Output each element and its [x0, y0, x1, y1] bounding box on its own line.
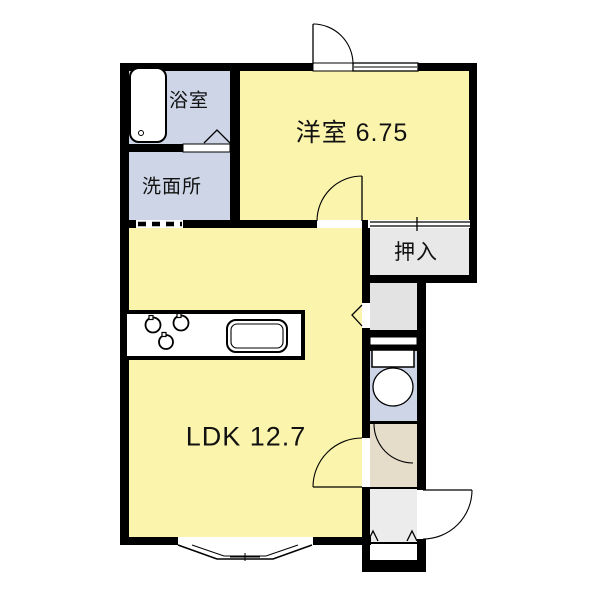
entry-step-marks-icon — [367, 529, 418, 542]
western-room-door-arc — [316, 175, 363, 222]
bay-window-icon — [177, 544, 313, 561]
western-room-floor — [235, 67, 475, 228]
kitchen-counter — [123, 310, 305, 360]
wall-toilet-top-a — [362, 330, 426, 338]
top-door-opening — [312, 62, 354, 72]
toilet-icon — [371, 349, 415, 407]
hall-floor — [368, 424, 419, 489]
wall-toilet-top-b — [362, 345, 426, 351]
wall-mid-horizontal — [120, 220, 470, 228]
toilet-sliding-door — [369, 336, 418, 346]
ldk-label: LDK 12.7 — [185, 421, 307, 452]
passage-opening — [362, 303, 370, 328]
wall-right-upper — [469, 63, 477, 283]
wall-right-lower — [417, 275, 426, 572]
openings — [136, 62, 470, 545]
entrance-door-arc — [422, 489, 473, 540]
wall-bottom-cap — [362, 560, 426, 572]
top-door-arc — [312, 23, 354, 65]
bath-door-opening — [182, 143, 231, 153]
wall-bath-wash-divider — [127, 144, 237, 152]
ldk-hall-door-opening — [362, 438, 370, 487]
corridor-floor — [366, 279, 421, 334]
bathtub-icon — [129, 67, 167, 143]
bath-door-mark-icon — [203, 129, 231, 144]
door-swings — [312, 23, 473, 540]
western-room-label: 洋室 6.75 — [295, 119, 409, 147]
sink-icon — [226, 319, 288, 353]
wall-ldk-corridor — [362, 220, 370, 572]
ldk-door-arc — [312, 437, 363, 488]
western-room-door-opening — [317, 220, 362, 228]
closet-door-opening — [368, 220, 470, 228]
passage-arrow-icon — [351, 304, 363, 327]
line-hall-entry-divider — [370, 487, 417, 489]
washroom-label: 洗面所 — [141, 176, 203, 198]
stove-burners-icon — [144, 312, 190, 350]
toilet-door-arc — [373, 423, 414, 464]
closet-label: 押入 — [394, 241, 438, 264]
closet-floor — [366, 224, 473, 279]
wall-top — [120, 63, 477, 71]
bathroom-label: 浴室 — [168, 90, 210, 112]
wall-left — [120, 63, 129, 545]
ldk-floor — [123, 224, 369, 541]
room-floors — [123, 67, 475, 544]
entrance-door-opening — [417, 490, 426, 539]
wall-toilet-hall-divider — [370, 421, 417, 424]
line-entry-porch-divider — [370, 542, 417, 544]
fixtures — [123, 67, 418, 561]
bay-window-opening — [178, 537, 313, 545]
